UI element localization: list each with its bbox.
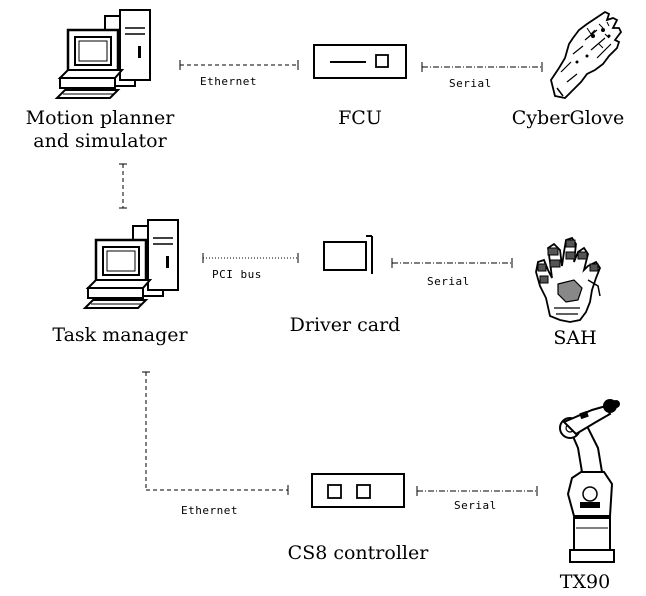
connection-planner-task [119,163,127,209]
fcu-label: FCU [338,107,382,129]
motion-planner-label-line2: and simulator [33,130,167,152]
motion-planner-computer-icon [55,8,152,100]
serial-label-tx90: Serial [454,499,497,512]
connection-fcu-glove [421,62,543,72]
tx90-label: TX90 [559,571,611,593]
expansion-card-icon [323,235,373,274]
connection-task-cs8 [142,371,289,495]
fcu-box-icon [313,44,407,79]
task-manager-label: Task manager [52,324,188,346]
pci-bus-label: PCI bus [212,268,262,281]
cyberglove-label: CyberGlove [511,107,625,129]
controller-box-icon [311,473,405,508]
ethernet-label-top: Ethernet [200,75,257,88]
connection-driver-sah [391,258,513,268]
sah-label: SAH [553,327,597,349]
robotic-hand-icon [535,236,602,323]
ethernet-label-bottom: Ethernet [181,504,238,517]
task-manager-computer-icon [83,218,180,310]
driver-card-label: Driver card [289,314,401,336]
connection-cs8-tx90 [416,486,538,496]
motion-planner-label-line1: Motion planner [25,107,175,129]
connection-planner-fcu [179,60,299,70]
serial-label-glove: Serial [449,77,492,90]
robot-arm-icon [559,399,620,563]
serial-label-sah: Serial [427,275,470,288]
connection-task-driver [202,253,299,263]
glove-icon [550,10,623,99]
cs8-controller-label: CS8 controller [287,542,429,564]
